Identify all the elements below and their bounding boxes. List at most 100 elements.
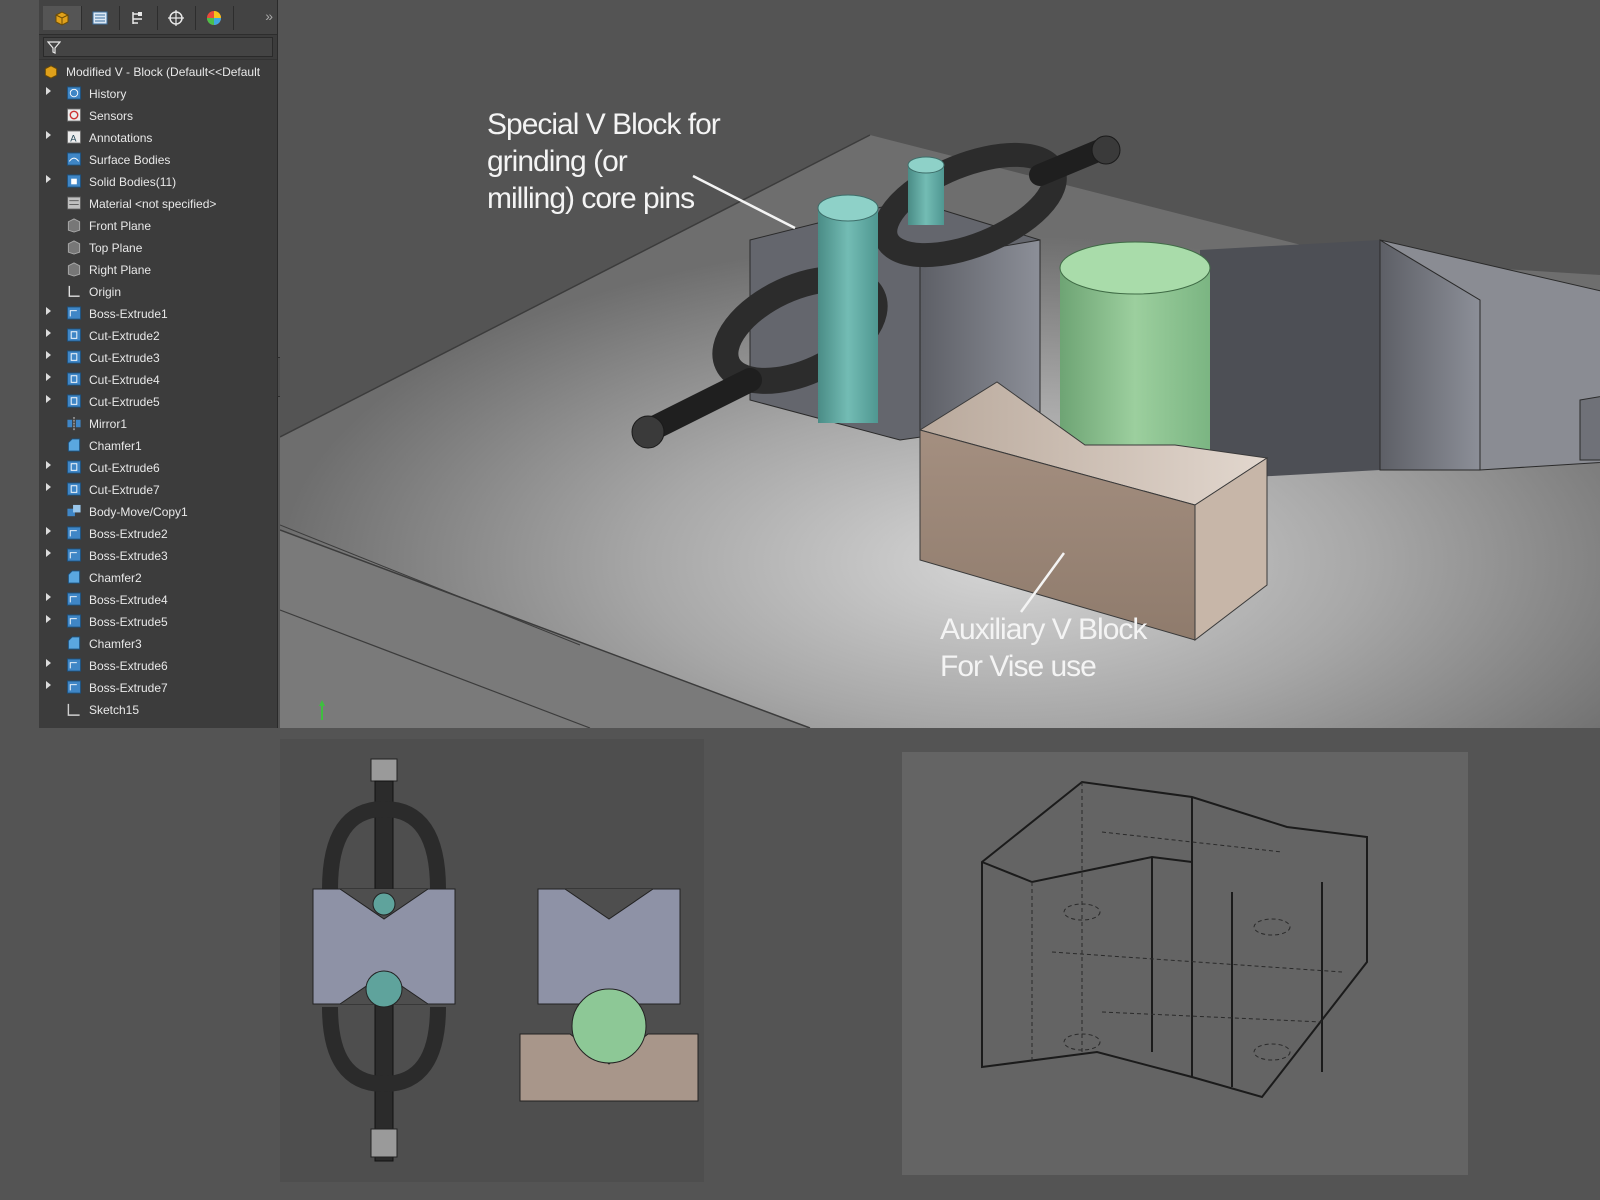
list-icon [92, 11, 108, 25]
cut-extrude-icon [66, 460, 82, 474]
cut-extrude-icon [66, 350, 82, 364]
expand-arrow-icon[interactable] [46, 659, 51, 667]
tree-item-label: Mirror1 [89, 417, 127, 431]
expand-arrow-icon[interactable] [46, 615, 51, 623]
tree-item-surface-bodies[interactable]: Surface Bodies [39, 149, 262, 171]
tree-item-mirror1[interactable]: Mirror1 [39, 413, 262, 435]
displaymanager-tab[interactable] [195, 6, 234, 30]
tree-item-label: Origin [89, 285, 122, 299]
tree-item-label: Cut-Extrude4 [89, 373, 160, 387]
tree-item-chamfer2[interactable]: Chamfer2 [39, 567, 262, 589]
tree-item-label: Chamfer1 [89, 439, 142, 453]
expand-arrow-icon[interactable] [46, 527, 51, 535]
tree-item-right-plane[interactable]: Right Plane [39, 259, 262, 281]
expand-arrow-icon[interactable] [46, 681, 51, 689]
manager-tabs: » [39, 0, 277, 35]
tree-item-label: Sketch15 [89, 703, 140, 717]
chamfer-icon [67, 438, 81, 452]
tree-item-body-move-copy1[interactable]: Body-Move/Copy1 [39, 501, 262, 523]
tree-item-history[interactable]: History [39, 83, 262, 105]
tree-item-label: Material <not specified> [89, 197, 217, 211]
tree-root-label: Modified V - Block (Default<<Default [66, 65, 261, 79]
tree-item-origin[interactable]: Origin [39, 281, 262, 303]
special-line-2: grinding (or [487, 145, 628, 178]
boss-extrude-icon [66, 658, 82, 672]
aux-line-1: Auxiliary V Block [940, 613, 1147, 646]
cut-extrude-icon [66, 328, 82, 342]
tree-item-cut-extrude5[interactable]: Cut-Extrude5 [39, 391, 262, 413]
appearance-icon [207, 11, 221, 25]
expand-panel-icon[interactable]: » [265, 8, 273, 24]
tree-item-boss-extrude1[interactable]: Boss-Extrude1 [39, 303, 262, 325]
tree-item-chamfer3[interactable]: Chamfer3 [39, 633, 262, 655]
chamfer-icon [67, 636, 81, 650]
expand-arrow-icon[interactable] [46, 549, 51, 557]
expand-arrow-icon[interactable] [46, 87, 51, 95]
expand-arrow-icon[interactable] [46, 373, 51, 381]
tree-item-label: Body-Move/Copy1 [89, 505, 188, 519]
chamfer-icon [67, 570, 81, 584]
tree-item-cut-extrude6[interactable]: Cut-Extrude6 [39, 457, 262, 479]
tree-item-label: Boss-Extrude4 [89, 593, 168, 607]
hidden-line-view-drawing [902, 752, 1468, 1175]
crosshair-icon [168, 10, 184, 26]
tree-item-label: Cut-Extrude6 [89, 461, 160, 475]
tree-item-boss-extrude7[interactable]: Boss-Extrude7 [39, 677, 262, 699]
tree-item-cut-extrude7[interactable]: Cut-Extrude7 [39, 479, 262, 501]
tree-item-boss-extrude3[interactable]: Boss-Extrude3 [39, 545, 262, 567]
expand-arrow-icon[interactable] [46, 329, 51, 337]
expand-arrow-icon[interactable] [46, 175, 51, 183]
tree-item-cut-extrude3[interactable]: Cut-Extrude3 [39, 347, 262, 369]
configurationmanager-tab[interactable] [119, 6, 158, 30]
expand-arrow-icon[interactable] [46, 307, 51, 315]
tree-item-label: Boss-Extrude6 [89, 659, 168, 673]
special-v-block-annotation: Special V Block for grinding (or milling… [487, 106, 747, 217]
tree-item-boss-extrude4[interactable]: Boss-Extrude4 [39, 589, 262, 611]
tree-item-label: Chamfer3 [89, 637, 142, 651]
tree-item-cut-extrude4[interactable]: Cut-Extrude4 [39, 369, 262, 391]
plane-icon [67, 262, 81, 277]
tree-item-sensors[interactable]: Sensors [39, 105, 262, 127]
surface-bodies-icon [66, 152, 82, 166]
tree-item-top-plane[interactable]: Top Plane [39, 237, 262, 259]
tree-item-label: Sensors [89, 109, 134, 123]
boss-extrude-icon [66, 614, 82, 628]
svg-text:A: A [70, 133, 77, 143]
config-icon [132, 12, 142, 24]
expand-arrow-icon[interactable] [46, 461, 51, 469]
material-icon [66, 196, 82, 210]
tree-item-front-plane[interactable]: Front Plane [39, 215, 262, 237]
expand-arrow-icon[interactable] [46, 351, 51, 359]
featuremanager-tab[interactable] [43, 6, 82, 30]
expand-arrow-icon[interactable] [46, 395, 51, 403]
tree-item-boss-extrude2[interactable]: Boss-Extrude2 [39, 523, 262, 545]
expand-arrow-icon[interactable] [46, 483, 51, 491]
propertymanager-tab[interactable] [81, 6, 120, 30]
cut-extrude-icon [66, 482, 82, 496]
plane-icon [67, 240, 81, 255]
front-view-drawing [280, 739, 704, 1182]
filter-icon [47, 41, 61, 54]
tree-item-label: Boss-Extrude3 [89, 549, 168, 563]
boss-extrude-icon [66, 548, 82, 562]
expand-arrow-icon[interactable] [46, 593, 51, 601]
tree-item-sketch15[interactable]: Sketch15 [39, 699, 262, 721]
tree-root-part[interactable]: Modified V - Block (Default<<Default [39, 61, 262, 83]
auxiliary-v-block-annotation: Auxiliary V Block For Vise use [940, 611, 1170, 685]
filter-input[interactable] [43, 37, 273, 57]
dimxpertmanager-tab[interactable] [157, 6, 196, 30]
tree-item-solid-bodies-11[interactable]: Solid Bodies(11) [39, 171, 262, 193]
tree-item-cut-extrude2[interactable]: Cut-Extrude2 [39, 325, 262, 347]
tree-item-label: Solid Bodies(11) [89, 175, 177, 189]
boss-extrude-icon [66, 592, 82, 606]
tree-item-boss-extrude5[interactable]: Boss-Extrude5 [39, 611, 262, 633]
tree-item-chamfer1[interactable]: Chamfer1 [39, 435, 262, 457]
expand-arrow-icon[interactable] [46, 131, 51, 139]
tree-item-label: Top Plane [89, 241, 143, 255]
tree-item-boss-extrude6[interactable]: Boss-Extrude6 [39, 655, 262, 677]
tree-item-material-not-specified[interactable]: Material <not specified> [39, 193, 262, 215]
tree-item-label: History [89, 87, 127, 101]
graphics-area[interactable] [280, 0, 1600, 728]
hidden-line-svg [981, 780, 1368, 1099]
